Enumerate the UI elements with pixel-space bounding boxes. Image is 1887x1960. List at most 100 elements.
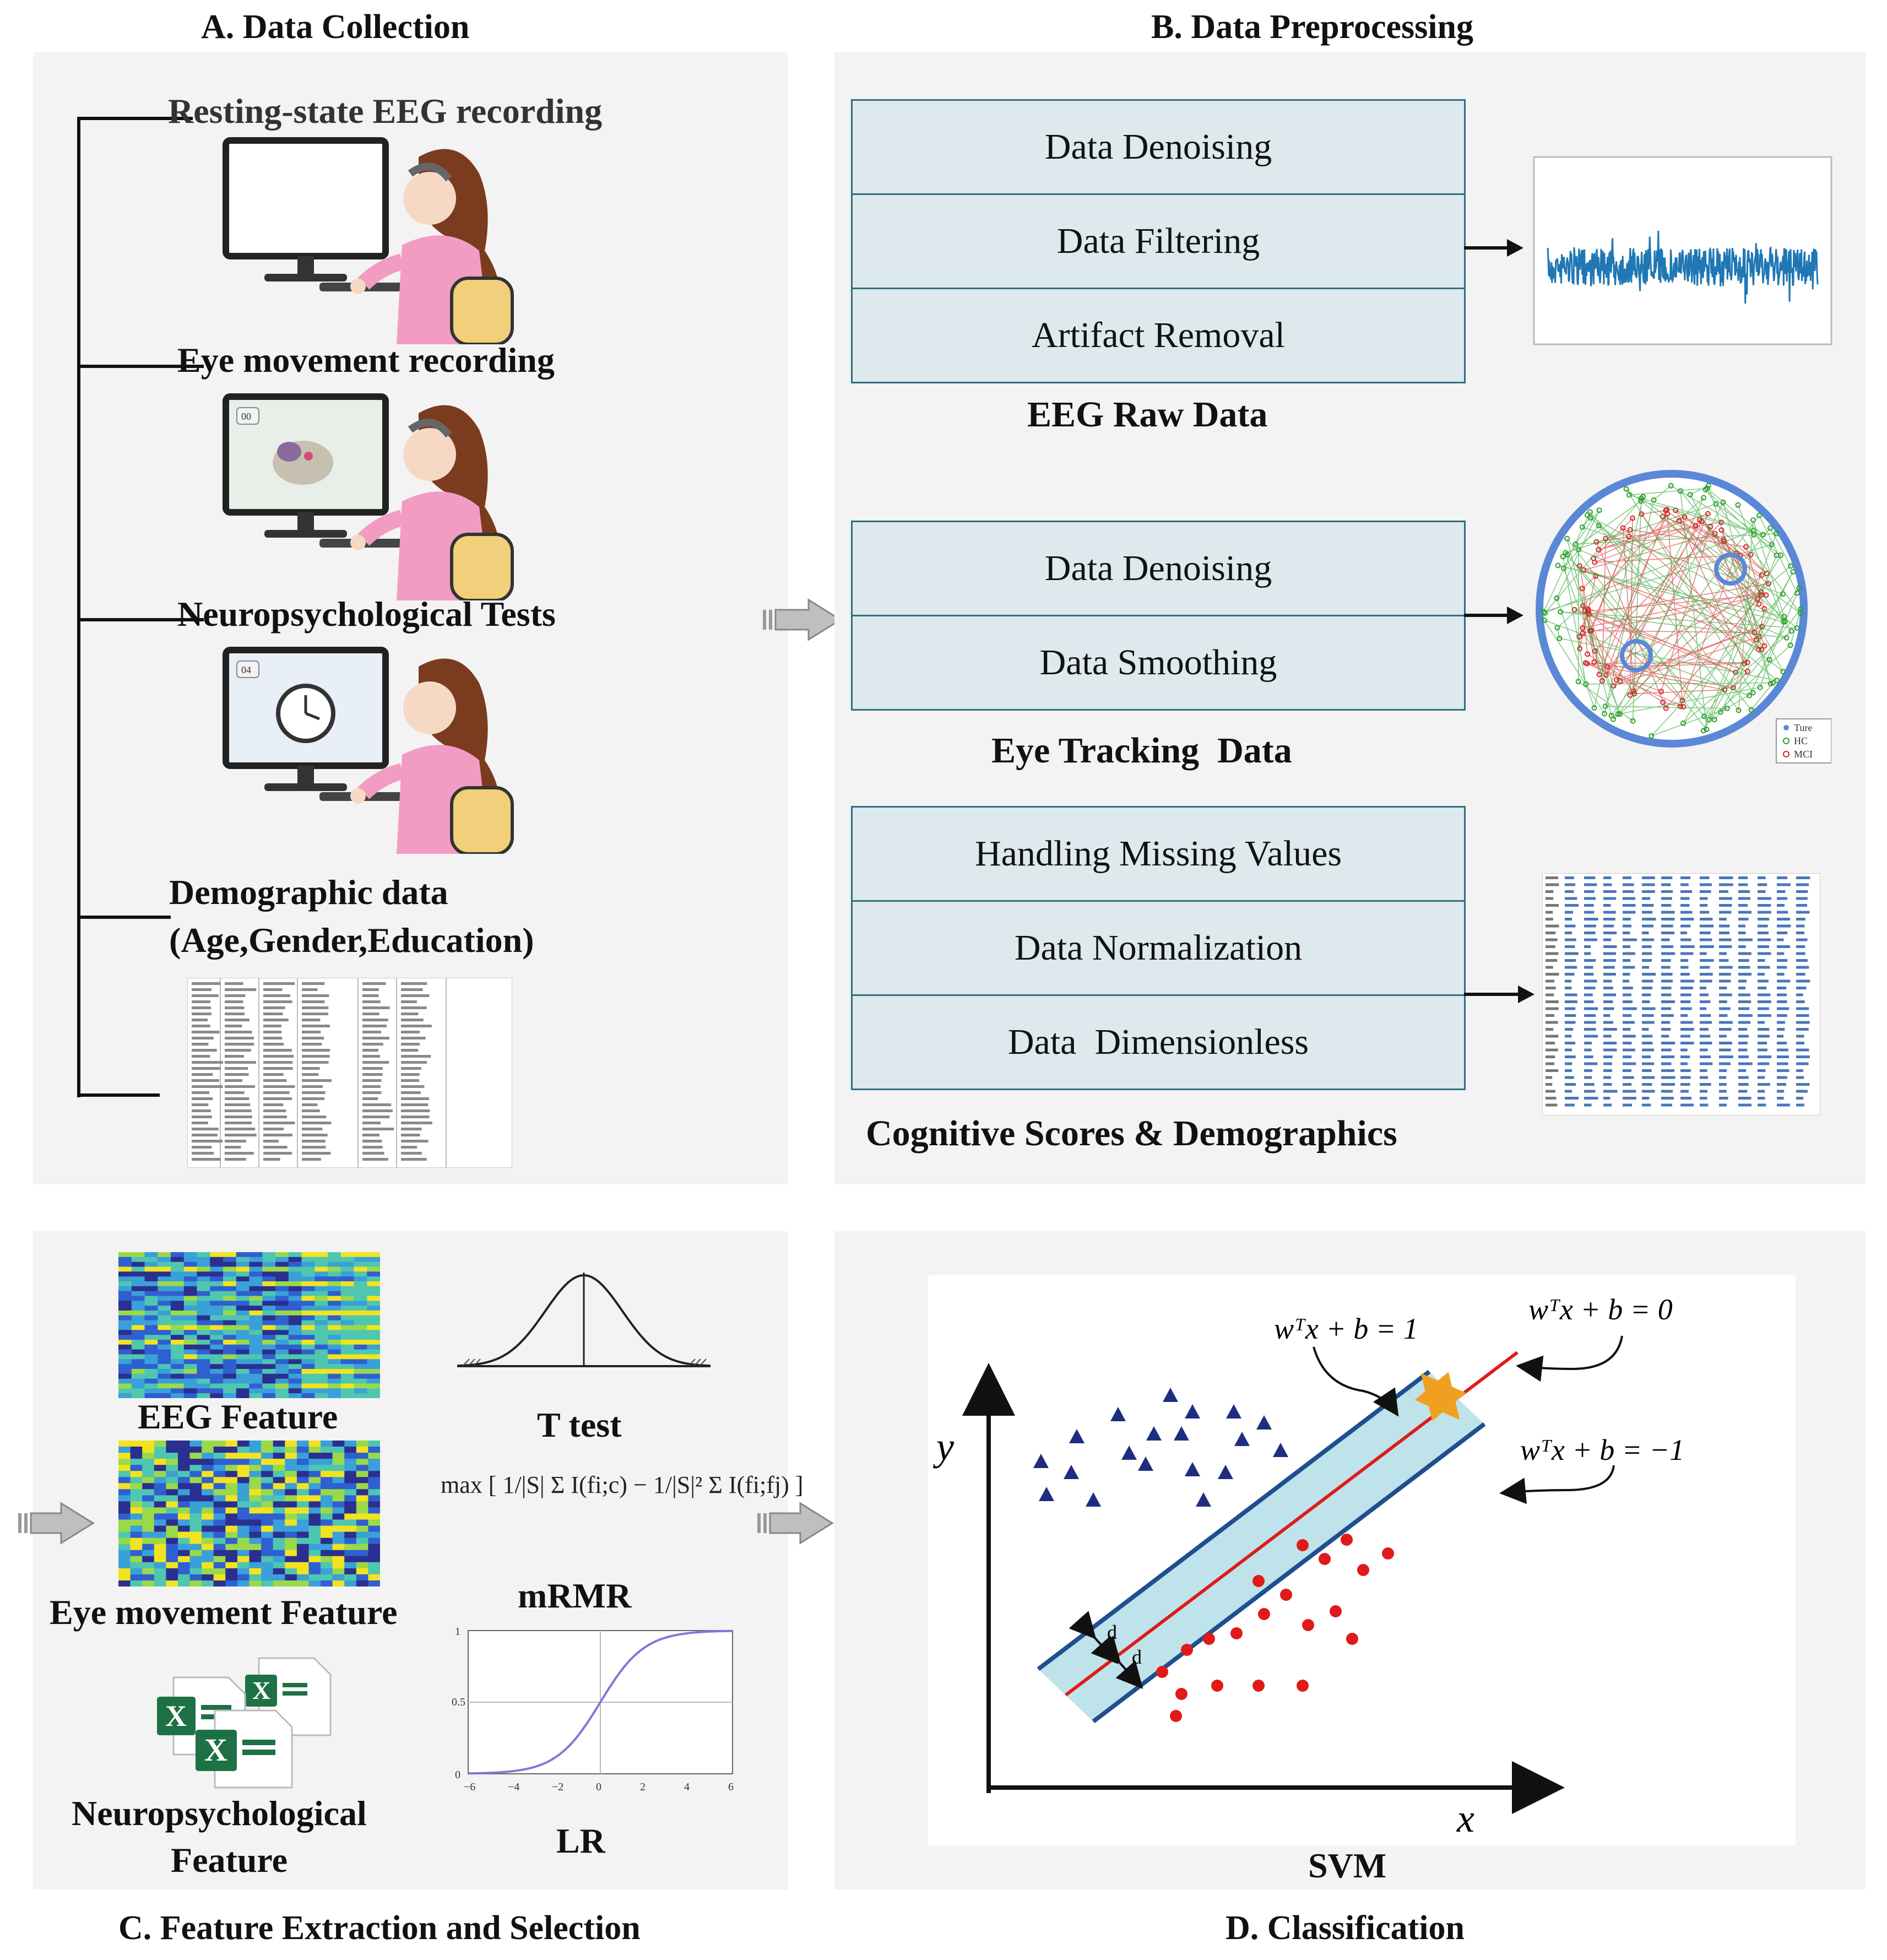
eye-fixation-point bbox=[1696, 517, 1702, 523]
heatmap-cell bbox=[225, 1537, 238, 1545]
cog-cell bbox=[1758, 1000, 1771, 1003]
demo-cell bbox=[192, 1097, 213, 1100]
demo-cell bbox=[401, 1116, 430, 1118]
cog-cell bbox=[1623, 945, 1630, 948]
heatmap-cell bbox=[367, 1257, 380, 1263]
heatmap-cell bbox=[249, 1495, 262, 1502]
demo-cell bbox=[401, 982, 427, 985]
heatmap-cell bbox=[236, 1378, 250, 1384]
demo-cell bbox=[302, 1091, 326, 1094]
heatmap-cell bbox=[262, 1369, 276, 1374]
demo-cell bbox=[302, 1037, 324, 1039]
cog-cell bbox=[1546, 1035, 1559, 1038]
heatmap-cell bbox=[368, 1562, 380, 1569]
cog-cell bbox=[1796, 1055, 1810, 1058]
heatmap-cell bbox=[130, 1537, 143, 1545]
heatmap-cell bbox=[368, 1580, 380, 1587]
demo-cell bbox=[263, 1140, 279, 1143]
heatmap-cell bbox=[118, 1320, 132, 1325]
heatmap-cell bbox=[301, 1349, 315, 1355]
heatmap-cell bbox=[183, 1291, 198, 1296]
heatmap-cell bbox=[314, 1344, 328, 1350]
lr-xtick: 6 bbox=[728, 1781, 734, 1793]
svm-class-b-point bbox=[1341, 1534, 1353, 1546]
cog-cell bbox=[1623, 1000, 1633, 1003]
heatmap-cell bbox=[273, 1507, 285, 1514]
heatmap-cell bbox=[275, 1306, 289, 1311]
heatmap-cell bbox=[225, 1501, 238, 1508]
cog-cell bbox=[1546, 979, 1555, 983]
cog-cell bbox=[1758, 1083, 1770, 1086]
heatmap-cell bbox=[344, 1441, 357, 1447]
heatmap-cell bbox=[354, 1378, 367, 1384]
cog-cell bbox=[1661, 952, 1675, 955]
heatmap-cell bbox=[288, 1276, 302, 1282]
heatmap-cell bbox=[171, 1311, 185, 1316]
cog-cell bbox=[1738, 1055, 1749, 1058]
cog-step-normalization: Data Normalization bbox=[853, 902, 1464, 996]
heatmap-cell bbox=[236, 1306, 250, 1311]
demo-cell bbox=[362, 1043, 383, 1046]
demo-cell bbox=[263, 982, 295, 985]
heatmap-cell bbox=[296, 1580, 309, 1587]
demo-cell bbox=[192, 1116, 212, 1118]
demo-cell bbox=[401, 1061, 427, 1064]
cog-cell bbox=[1623, 890, 1634, 893]
heatmap-cell bbox=[321, 1519, 333, 1526]
heatmap-cell bbox=[275, 1388, 289, 1394]
cog-cell bbox=[1546, 1000, 1559, 1003]
heatmap-cell bbox=[197, 1344, 210, 1350]
heatmap-cell bbox=[210, 1306, 224, 1311]
heatmap-cell bbox=[144, 1369, 158, 1374]
cog-cell bbox=[1738, 966, 1750, 969]
svm-eq-minus-one: wᵀx + b = −1 bbox=[1520, 1433, 1684, 1466]
heatmap-cell bbox=[301, 1354, 315, 1360]
cog-cell bbox=[1738, 876, 1748, 879]
cog-cell bbox=[1777, 945, 1791, 948]
cog-cell bbox=[1758, 1055, 1772, 1058]
cog-cell bbox=[1546, 959, 1558, 962]
heatmap-cell bbox=[301, 1393, 315, 1398]
svm-class-a-point bbox=[1064, 1465, 1079, 1479]
heatmap-cell bbox=[144, 1320, 158, 1325]
heatmap-cell bbox=[166, 1574, 178, 1581]
cog-cell bbox=[1661, 1076, 1675, 1079]
heatmap-cell bbox=[118, 1562, 131, 1569]
panel-b-title: B. Data Preprocessing bbox=[1151, 8, 1473, 46]
cog-cell bbox=[1700, 973, 1713, 976]
heatmap-cell bbox=[210, 1378, 224, 1384]
heatmap-cell bbox=[142, 1477, 155, 1483]
heatmap-cell bbox=[237, 1537, 250, 1545]
cog-cell bbox=[1700, 1097, 1707, 1100]
heatmap-cell bbox=[354, 1393, 367, 1398]
neuro-tests-illustration: 04 bbox=[223, 647, 514, 854]
heatmap-cell bbox=[261, 1507, 274, 1514]
heatmap-cell bbox=[321, 1562, 333, 1569]
svm-class-b-point bbox=[1156, 1666, 1168, 1678]
cog-cell bbox=[1661, 1000, 1675, 1003]
cognitive-scores-table-thumbnail bbox=[1542, 873, 1820, 1116]
heatmap-cell bbox=[356, 1556, 368, 1563]
cog-cell bbox=[1719, 883, 1733, 886]
heatmap-cell bbox=[130, 1495, 143, 1502]
cog-cell bbox=[1623, 952, 1635, 955]
cog-cell bbox=[1680, 1021, 1693, 1024]
cog-cell bbox=[1623, 904, 1636, 907]
heatmap-cell bbox=[142, 1574, 155, 1581]
heatmap-cell bbox=[367, 1349, 380, 1355]
heatmap-cell bbox=[171, 1354, 185, 1360]
heatmap-cell bbox=[308, 1441, 321, 1447]
cog-cell bbox=[1623, 1048, 1635, 1052]
heatmap-cell bbox=[213, 1513, 226, 1520]
heatmap-cell bbox=[285, 1465, 297, 1471]
heatmap-cell bbox=[368, 1471, 380, 1477]
heatmap-cell bbox=[154, 1495, 166, 1502]
heatmap-cell bbox=[314, 1340, 328, 1345]
heatmap-cell bbox=[171, 1271, 185, 1277]
heatmap-cell bbox=[288, 1311, 302, 1316]
cog-cell bbox=[1546, 876, 1559, 879]
heatmap-cell bbox=[118, 1489, 131, 1496]
heatmap-cell bbox=[314, 1354, 328, 1360]
heatmap-cell bbox=[183, 1369, 198, 1374]
heatmap-cell bbox=[118, 1550, 131, 1557]
